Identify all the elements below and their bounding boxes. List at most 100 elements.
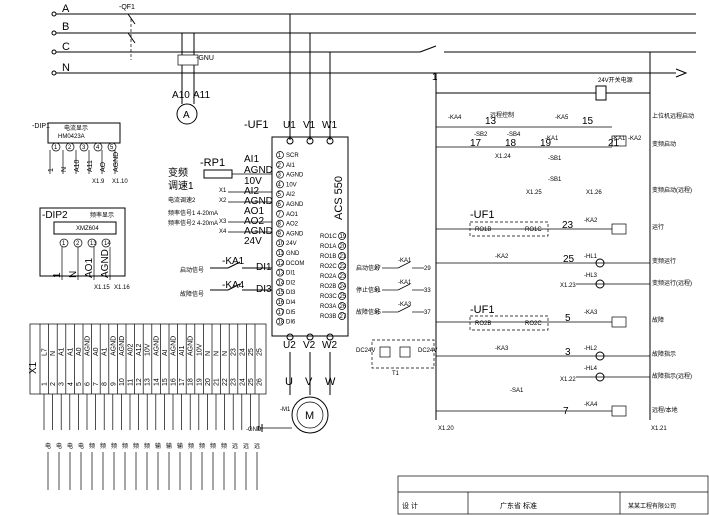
- inverter-left-num: 5: [278, 192, 282, 198]
- dip2-terminal: [59, 238, 69, 248]
- ladder-x126: X1.26: [586, 190, 602, 196]
- x4-marker: X4: [219, 229, 227, 235]
- inverter-left-pin: DI6: [286, 320, 296, 326]
- terminal-bottom-char: 电: [67, 442, 73, 450]
- terminal-top-label: A0: [76, 347, 83, 356]
- dip2-pin-label: N: [68, 271, 79, 278]
- dip2-x115: X1.15: [94, 285, 110, 291]
- inverter-right-pin: RO2C: [320, 264, 337, 270]
- dip2-terminal-num: 1: [62, 241, 66, 247]
- terminal-number: 16: [171, 378, 178, 386]
- term-w2: W2: [322, 340, 337, 351]
- terminal-top-label: A1: [67, 347, 74, 356]
- relay-row-label: 启动信号: [356, 264, 380, 272]
- inverter-io: -RP1 AI1 AGND 10V AI2 AGND AO1 AO2 AGND …: [168, 154, 273, 298]
- terminal-number: 14: [153, 378, 160, 386]
- inverter-left-num: 14: [278, 280, 285, 286]
- title-block: 设 计 广东省 标准 某某工程有限公司: [397, 475, 709, 515]
- current-transformer: [177, 54, 199, 66]
- motor-symbol: M: [305, 410, 314, 422]
- motor-label: -M1: [280, 407, 291, 413]
- terminal-top-label: 25: [257, 348, 264, 356]
- inverter-left-pin: DI1: [286, 271, 296, 277]
- ladder-x125: X1.25: [526, 190, 542, 196]
- ladder-x124: X1.24: [495, 154, 511, 160]
- ladder-ro1b: RO1B: [475, 227, 491, 233]
- dip2-terminal: [87, 238, 97, 248]
- io-24v: 24V: [244, 236, 262, 247]
- io-agnd: AGND: [244, 165, 273, 176]
- inverter-left-terminal: [276, 229, 284, 238]
- terminal-bottom-char: 频: [144, 442, 150, 450]
- psu-label: DC24V: [356, 348, 375, 354]
- description-label: 变频启动: [652, 140, 676, 148]
- inverter-right-terminal: [338, 232, 346, 240]
- terminal-number: 3: [59, 382, 66, 386]
- relay-row-left-num: 27: [374, 266, 381, 272]
- terminal-top-label: AGND: [188, 336, 195, 356]
- inverter-left-pin: AGND: [286, 231, 304, 237]
- terminal-bottom-char: 频: [199, 442, 205, 450]
- ladder-n15: 15: [582, 116, 594, 127]
- dip2-header: 频率显示: [90, 211, 114, 219]
- inverter-left-num: 17: [278, 310, 285, 316]
- inverter-feed: U1 V1 W1: [283, 14, 337, 145]
- phase-n-label: N: [62, 62, 70, 74]
- description-label: 故障指示: [652, 350, 676, 358]
- relay-contact: [397, 261, 411, 269]
- inverter-model: ACS 550: [333, 176, 345, 220]
- ct-label: -GNU: [196, 55, 214, 62]
- terminal-number: 15: [162, 378, 169, 386]
- inverter-left-num: 3: [278, 173, 282, 179]
- psu-box: [371, 339, 435, 369]
- arrow-right-icon: [675, 68, 688, 78]
- inverter-left-num: 8: [278, 222, 282, 228]
- inverter-left-num: 13: [278, 271, 285, 277]
- inverter-left-terminal: [276, 190, 284, 199]
- terminal-top-label: 24: [239, 348, 246, 356]
- inverter-left-num: 4: [278, 182, 282, 188]
- inverter-left-num: 18: [278, 320, 285, 326]
- inverter-left-num: 12: [278, 261, 285, 267]
- description-label: 运行: [652, 223, 664, 231]
- ladder-ka1b: -KA1: [612, 136, 626, 142]
- terminal-top-label: A12: [136, 343, 143, 356]
- inverter-left-terminal: [276, 160, 284, 169]
- terminal-bottom-char: 频: [100, 442, 106, 450]
- potentiometer: [203, 169, 233, 179]
- ladder-ka3b: -KA3: [495, 346, 509, 352]
- phase-c-label: C: [62, 41, 70, 53]
- ladder-ka2b: -KA2: [495, 254, 509, 260]
- ground-label: -GND: [246, 427, 262, 433]
- terminal-number: 8: [102, 382, 109, 386]
- inverter-left-terminal: [276, 219, 284, 228]
- rp1-label: -RP1: [200, 157, 225, 169]
- x2-marker: X2: [219, 198, 227, 204]
- ammeter-symbol: A: [183, 110, 190, 121]
- fault-signal-label: 故障信号: [180, 290, 204, 298]
- terminal-bottom-char: 频: [133, 442, 139, 450]
- relay-contact: [397, 305, 411, 313]
- terminal-top-label: 25: [248, 348, 255, 356]
- inverter-right-terminal: [338, 282, 346, 290]
- inverter-left-terminal: [276, 239, 284, 248]
- inverter-left-pin: AGND: [286, 173, 304, 179]
- inverter-right-num: 21: [340, 254, 347, 260]
- dip1-pin-label: 1: [48, 168, 55, 172]
- description-column: 上位机远程启动变频启动变频启动(远程)运行变频运行变频运行(远程)故障故障指示故…: [652, 112, 694, 414]
- tb-standard: 广东省 标准: [500, 501, 537, 510]
- inverter-right-terminal: [338, 272, 346, 280]
- relay-contact: [397, 283, 411, 291]
- inverter-left-terminal: [276, 278, 284, 287]
- term-v1: V1: [303, 120, 316, 131]
- terminal-bottom-char: 频: [122, 442, 128, 450]
- terminal-number: 21: [214, 378, 221, 386]
- inverter-left-pin: 24V: [286, 241, 297, 247]
- terminal-top-label: L7: [42, 348, 49, 356]
- dip2-title: -DIP2: [42, 210, 68, 221]
- ladder-ka5: -KA5: [555, 115, 569, 121]
- inverter-left-pin: SCR: [286, 153, 299, 159]
- inverter-left-pin: AI1: [286, 163, 296, 169]
- terminal-bottom-char: 电: [56, 442, 62, 450]
